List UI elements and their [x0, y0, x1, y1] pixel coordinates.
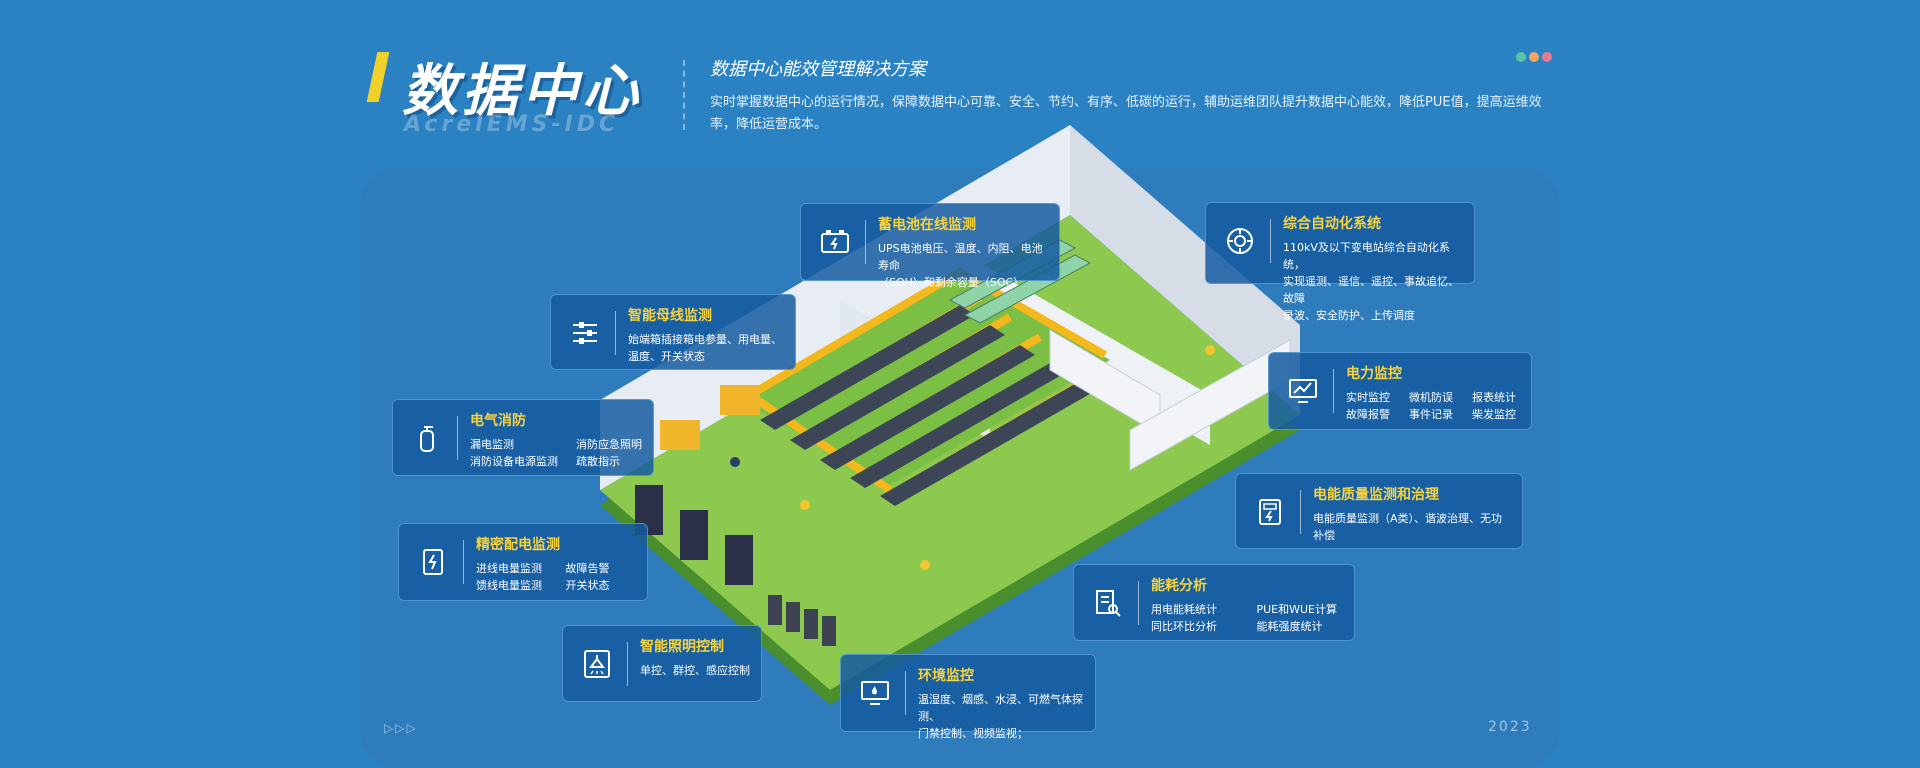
fire-extinguisher-icon	[405, 416, 458, 460]
wall-back-right	[1070, 125, 1300, 415]
card-smart-lighting[interactable]: 智能照明控制 单控、群控、感应控制	[562, 625, 762, 702]
card-title: 能耗分析	[1151, 578, 1207, 594]
card-integrated-automation[interactable]: 综合自动化系统 110kV及以下变电站综合自动化系统， 实现遥测、遥信、遥控、事…	[1205, 202, 1475, 322]
lamp-icon	[575, 642, 628, 686]
report-search-icon	[1086, 581, 1139, 625]
small-racks	[768, 595, 836, 646]
card-electrical-fire[interactable]: 电气消防 漏电监测 消防应急照明 消防设备电源监测 疏散指示	[392, 399, 654, 476]
automation-icon	[1218, 219, 1271, 263]
dot-green	[1516, 52, 1526, 62]
card-item: 疏散指示	[576, 455, 620, 468]
footer-arrows: ▷▷▷	[384, 721, 418, 735]
switchgear-cabinets	[1049, 329, 1291, 471]
card-title: 电能质量监测和治理	[1313, 487, 1439, 503]
card-title: 电气消防	[470, 413, 526, 429]
card-environment-monitoring[interactable]: 环境监控 温湿度、烟感、水浸、可燃气体探测、 门禁控制、视频监视；	[840, 654, 1096, 740]
footer-year: 2023	[1488, 719, 1532, 735]
card-line: 单控、群控、感应控制	[640, 664, 750, 677]
card-title: 综合自动化系统	[1283, 216, 1381, 232]
card-item: 同比环比分析	[1151, 620, 1217, 633]
card-line: 电能质量监测（A类）、谐波治理、无功补偿	[1313, 512, 1503, 542]
environment-icon	[853, 671, 906, 715]
card-title: 环境监控	[918, 668, 974, 684]
meter-icon	[411, 540, 464, 584]
card-title: 智能照明控制	[640, 639, 724, 655]
card-line: 温湿度、烟感、水浸、可燃气体探测、	[918, 693, 1083, 723]
card-item: 进线电量监测	[476, 562, 542, 575]
card-item: 用电能耗统计	[1151, 603, 1217, 616]
card-busbar-monitoring[interactable]: 智能母线监测 始端箱插接箱电参量、用电量、 温度、开关状态	[550, 294, 796, 370]
solution-heading: 数据中心能效管理解决方案	[710, 59, 926, 80]
solution-description: 实时掌握数据中心的运行情况，保障数据中心可靠、安全、节约、有序、低碳的运行，辅助…	[710, 95, 1542, 132]
card-line: 录波、安全防护、上传调度	[1283, 309, 1415, 322]
card-line: 110kV及以下变电站综合自动化系统，	[1283, 241, 1450, 271]
card-item: 消防设备电源监测	[470, 455, 558, 468]
card-line: （SOH）和剩余容量（SOC）	[878, 276, 1025, 289]
header-divider	[683, 60, 685, 130]
card-item: PUE和WUE计算	[1256, 603, 1338, 616]
card-item: 开关状态	[565, 579, 610, 592]
battery-icon	[813, 220, 866, 264]
generators	[660, 385, 760, 450]
power-quality-icon	[1248, 490, 1301, 534]
card-line: 温度、开关状态	[628, 350, 705, 363]
card-title: 电力监控	[1346, 366, 1402, 382]
card-item: 事件记录	[1409, 408, 1453, 421]
page-title: 数据中心	[402, 59, 642, 124]
card-precision-distribution[interactable]: 精密配电监测 进线电量监测 故障告警 馈线电量监测 开关状态	[398, 523, 648, 601]
monitor-chart-icon	[1281, 369, 1334, 413]
card-item: 能耗强度统计	[1256, 620, 1323, 633]
card-item: 消防应急照明	[576, 438, 642, 451]
precision-cabinets	[635, 485, 753, 585]
dot-orange	[1529, 52, 1539, 62]
card-item: 实时监控	[1346, 391, 1390, 404]
card-battery-monitoring[interactable]: 蓄电池在线监测 UPS电池电压、温度、内阻、电池寿命 （SOH）和剩余容量（SO…	[800, 203, 1060, 289]
card-line: 实现遥测、遥信、遥控、事故追忆、故障	[1283, 275, 1459, 305]
page-subtitle: AcrelEMS-IDC	[404, 112, 620, 137]
card-item: 柴发监控	[1472, 408, 1516, 421]
card-energy-analysis[interactable]: 能耗分析 用电能耗统计 PUE和WUE计算 同比环比分析 能耗强度统计	[1073, 564, 1355, 641]
floor	[600, 215, 1300, 690]
card-item: 报表统计	[1472, 391, 1516, 404]
card-title: 智能母线监测	[628, 308, 712, 324]
card-item: 故障报警	[1346, 408, 1390, 421]
server-racks	[760, 305, 1095, 506]
decorative-dots	[1516, 52, 1552, 62]
card-item: 馈线电量监测	[476, 579, 542, 592]
card-line: 门禁控制、视频监视；	[918, 727, 1028, 740]
workers	[730, 345, 1215, 570]
card-line: UPS电池电压、温度、内阻、电池寿命	[878, 242, 1043, 272]
card-power-monitoring[interactable]: 电力监控 实时监控 微机防误 报表统计 故障报警 事件记录 柴发监控	[1268, 352, 1532, 430]
dot-pink	[1542, 52, 1552, 62]
busbar-icon	[563, 311, 616, 355]
card-item: 微机防误	[1409, 391, 1453, 404]
card-line: 始端箱插接箱电参量、用电量、	[628, 333, 782, 346]
card-item: 漏电监测	[470, 438, 514, 451]
card-power-quality[interactable]: 电能质量监测和治理 电能质量监测（A类）、谐波治理、无功补偿	[1235, 473, 1523, 549]
card-title: 精密配电监测	[476, 537, 560, 553]
card-item: 故障告警	[565, 562, 610, 575]
card-title: 蓄电池在线监测	[878, 217, 976, 233]
